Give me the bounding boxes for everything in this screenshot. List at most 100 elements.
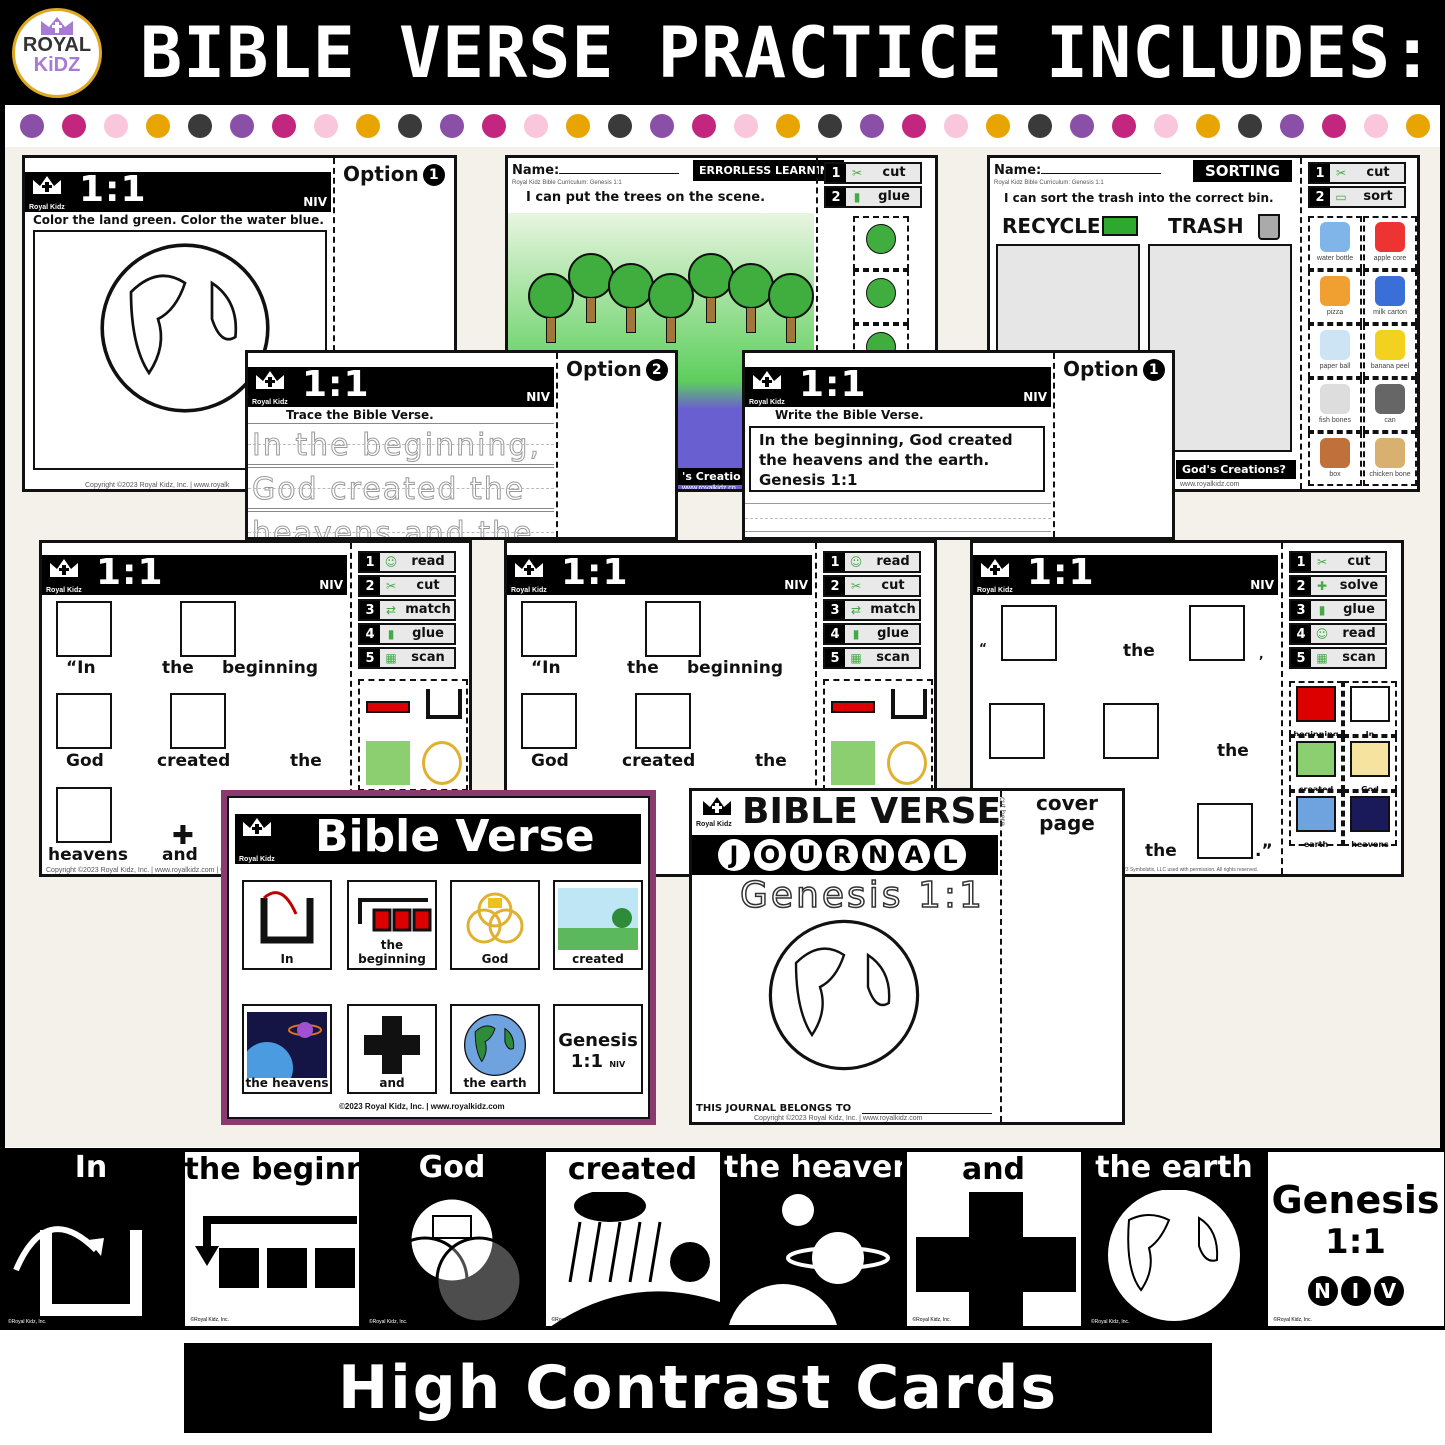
- decorative-dot: [902, 114, 926, 138]
- sort-item-card[interactable]: chicken bone: [1363, 432, 1417, 486]
- name-field[interactable]: Name:: [512, 162, 680, 178]
- picture-box[interactable]: [645, 601, 701, 657]
- option-number: 1: [422, 164, 445, 186]
- goal: I can sort the trash into the correct bi…: [1004, 191, 1274, 205]
- answer-box[interactable]: [1189, 605, 1245, 661]
- sort-item-card[interactable]: fish bones: [1308, 378, 1362, 432]
- tree-trunk: [706, 297, 716, 323]
- glue-icon: ▮: [1318, 603, 1326, 617]
- tree-icon: [768, 273, 814, 319]
- owner-name-line[interactable]: [862, 1113, 992, 1114]
- picture-box[interactable]: [170, 693, 226, 749]
- trace-line[interactable]: heavens and the: [248, 511, 554, 537]
- curriculum-label: Royal Kidz Bible Curriculum: Genesis 1:1: [994, 180, 1104, 186]
- sort-item-card[interactable]: can: [1363, 378, 1417, 432]
- answer-box[interactable]: [1103, 703, 1159, 759]
- picture-box[interactable]: [56, 787, 112, 843]
- step-label: sort: [1363, 189, 1393, 204]
- writing-line[interactable]: [745, 503, 1051, 504]
- cut-pieces-grid[interactable]: [358, 679, 468, 791]
- writing-line[interactable]: [745, 531, 1051, 532]
- solve-icon: ✚: [1316, 579, 1328, 593]
- tree-cut-piece[interactable]: [853, 270, 909, 324]
- step-label: read: [411, 554, 445, 569]
- copyright: ©2023 Royal Kidz, Inc. | www.royalkidz.c…: [339, 1102, 505, 1111]
- puzzle-piece[interactable]: beginning: [1289, 681, 1343, 739]
- step-label: solve: [1339, 578, 1379, 593]
- puzzle-piece[interactable]: God: [1343, 736, 1397, 794]
- sort-item-card[interactable]: box: [1308, 432, 1362, 486]
- step-label: read: [876, 554, 910, 569]
- card-footnote: ©Royal Kidz, Inc.: [730, 1319, 769, 1325]
- brand-label: Royal Kidz: [252, 399, 288, 406]
- step-label: cut: [881, 578, 905, 593]
- puzzle-piece[interactable]: heavens: [1343, 791, 1397, 849]
- vocab-label: the heavens: [245, 1076, 329, 1090]
- step-number: 2: [360, 577, 380, 595]
- step-match: 3⇄match: [358, 599, 456, 621]
- sort-item-card[interactable]: paper ball: [1308, 324, 1362, 378]
- step-number: 5: [825, 649, 845, 667]
- decorative-dot: [1112, 114, 1136, 138]
- verse-title: Genesis 1:1: [799, 353, 964, 405]
- answer-box[interactable]: [1001, 605, 1057, 661]
- puzzle-piece[interactable]: created: [1289, 736, 1343, 794]
- cut-line: [556, 353, 558, 537]
- card-footnote: ©Royal Kidz, Inc.: [369, 1319, 408, 1325]
- high-contrast-cards-strip: In©Royal Kidz, Inc.the beginning©Royal K…: [0, 1148, 1445, 1330]
- trace-line[interactable]: In the beginning,: [248, 423, 554, 465]
- sort-item-card[interactable]: banana peel: [1363, 324, 1417, 378]
- picture-box[interactable]: [521, 601, 577, 657]
- writing-line[interactable]: [745, 518, 1051, 519]
- puzzle-piece[interactable]: earth: [1289, 791, 1343, 849]
- sort-item-card[interactable]: milk carton: [1363, 270, 1417, 324]
- verse-box: In the beginning, God created the heaven…: [749, 426, 1045, 492]
- tree-cut-piece[interactable]: [853, 216, 909, 270]
- piece-label: In: [1365, 730, 1375, 739]
- name-field[interactable]: Name:: [994, 162, 1162, 178]
- item-picture: [1320, 330, 1350, 360]
- step-number: 1: [1310, 164, 1330, 182]
- step-scan: 5▦scan: [823, 647, 921, 669]
- verse-word: ,: [1259, 647, 1264, 661]
- picture-box[interactable]: [635, 693, 691, 749]
- earth-icon: [463, 1013, 527, 1077]
- step-match: 3⇄match: [823, 599, 921, 621]
- step-label: scan: [411, 650, 445, 665]
- verse-word: “In: [531, 658, 561, 678]
- verse-word: “: [979, 641, 987, 655]
- trace-line[interactable]: God created the: [248, 467, 554, 509]
- picture-box[interactable]: [56, 693, 112, 749]
- option-text: Option: [1063, 357, 1139, 381]
- cover-page-label: cover page: [1035, 791, 1099, 835]
- answer-box[interactable]: [1197, 803, 1253, 859]
- puzzle-piece[interactable]: In: [1343, 681, 1397, 739]
- verse-word: the: [1145, 841, 1177, 861]
- vocab-picture-icon: [244, 888, 330, 946]
- plus-icon: ✚: [172, 821, 194, 851]
- sort-item-card[interactable]: pizza: [1308, 270, 1362, 324]
- coloring-frame: [33, 230, 327, 470]
- picture-box[interactable]: [180, 601, 236, 657]
- card-footnote: ©Royal Kidz, Inc.: [8, 1319, 47, 1325]
- version-letter: I: [1340, 1276, 1371, 1306]
- answer-box[interactable]: [989, 703, 1045, 759]
- cut-pieces-grid[interactable]: [823, 679, 933, 791]
- verse-title: Genesis 1:1: [302, 353, 467, 405]
- item-label: pizza: [1326, 309, 1344, 316]
- decorative-dot: [356, 114, 380, 138]
- brand-label: Royal Kidz: [29, 204, 65, 211]
- sort-icon: ▭: [1335, 190, 1347, 204]
- decorative-dot: [1154, 114, 1178, 138]
- sort-item-card[interactable]: water bottle: [1308, 216, 1362, 270]
- tree-trunk: [546, 317, 556, 343]
- crown-icon: [256, 371, 284, 389]
- picture-box[interactable]: [521, 693, 577, 749]
- picture-box[interactable]: [56, 601, 112, 657]
- decorative-dot: [1364, 114, 1388, 138]
- sort-item-card[interactable]: apple core: [1363, 216, 1417, 270]
